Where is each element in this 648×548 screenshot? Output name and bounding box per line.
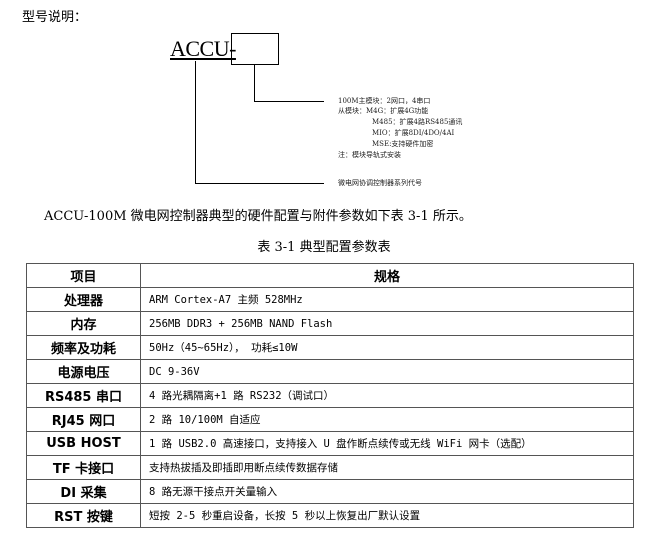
table-row: TF 卡接口支持热拔插及即插即用断点续传数据存储 xyxy=(26,455,634,480)
connector-line xyxy=(195,183,324,184)
row-item: DI 采集 xyxy=(26,479,141,504)
model-suffix-box xyxy=(231,33,279,65)
sub-module-text: 从模块：M4G：扩展4G功能 xyxy=(338,107,429,115)
sub-module-text: MIO：扩展8DI/4DO/4AI xyxy=(372,129,455,137)
row-spec: 4 路光耦隔离+1 路 RS232（调试口） xyxy=(140,383,634,408)
row-spec: 256MB DDR3 + 256MB NAND Flash xyxy=(140,311,634,336)
sub-module-text: M485：扩展4路RS485通讯 xyxy=(372,118,463,126)
row-item: RST 按键 xyxy=(26,503,141,528)
table-row: RST 按键短按 2-5 秒重启设备，长按 5 秒以上恢复出厂默认设置 xyxy=(26,503,634,528)
sub-module-text: MSE:支持硬件加密 xyxy=(372,140,434,148)
row-item: 频率及功耗 xyxy=(26,335,141,360)
row-spec: 1 路 USB2.0 高速接口，支持接入 U 盘作断点续传或无线 WiFi 网卡… xyxy=(140,431,634,456)
connector-line xyxy=(254,64,255,102)
header-spec: 规格 xyxy=(140,263,634,288)
header-item: 项目 xyxy=(26,263,141,288)
connector-line xyxy=(195,61,196,184)
row-item: USB HOST xyxy=(26,431,141,456)
intro-label: 型号说明： xyxy=(22,10,88,25)
row-item: RS485 串口 xyxy=(26,383,141,408)
row-item: RJ45 网口 xyxy=(26,407,141,432)
main-module-text: 100M主模块：2网口，4串口 xyxy=(338,97,431,105)
row-spec: 短按 2-5 秒重启设备，长按 5 秒以上恢复出厂默认设置 xyxy=(140,503,634,528)
table-caption: 表 3-1 典型配置参数表 xyxy=(257,240,391,255)
row-item: 内存 xyxy=(26,311,141,336)
row-spec: 2 路 10/100M 自适应 xyxy=(140,407,634,432)
row-item: TF 卡接口 xyxy=(26,455,141,480)
row-item: 处理器 xyxy=(26,287,141,312)
row-spec: 支持热拔插及即插即用断点续传数据存储 xyxy=(140,455,634,480)
note-text: 注：模块导轨式安装 xyxy=(338,151,401,159)
row-item: 电源电压 xyxy=(26,359,141,384)
series-text: 微电网协调控制器系列代号 xyxy=(338,179,422,187)
connector-line xyxy=(254,101,324,102)
table-header-row: 项目 规格 xyxy=(26,263,634,288)
description-sentence: ACCU-100M 微电网控制器典型的硬件配置与附件参数如下表 3-1 所示。 xyxy=(44,209,472,224)
row-spec: 50Hz（45~65Hz）， 功耗≤10W xyxy=(140,335,634,360)
row-spec: DC 9-36V xyxy=(140,359,634,384)
model-prefix: ACCU- xyxy=(170,36,236,61)
row-spec: 8 路无源干接点开关量输入 xyxy=(140,479,634,504)
row-spec: ARM Cortex-A7 主频 528MHz xyxy=(140,287,634,312)
